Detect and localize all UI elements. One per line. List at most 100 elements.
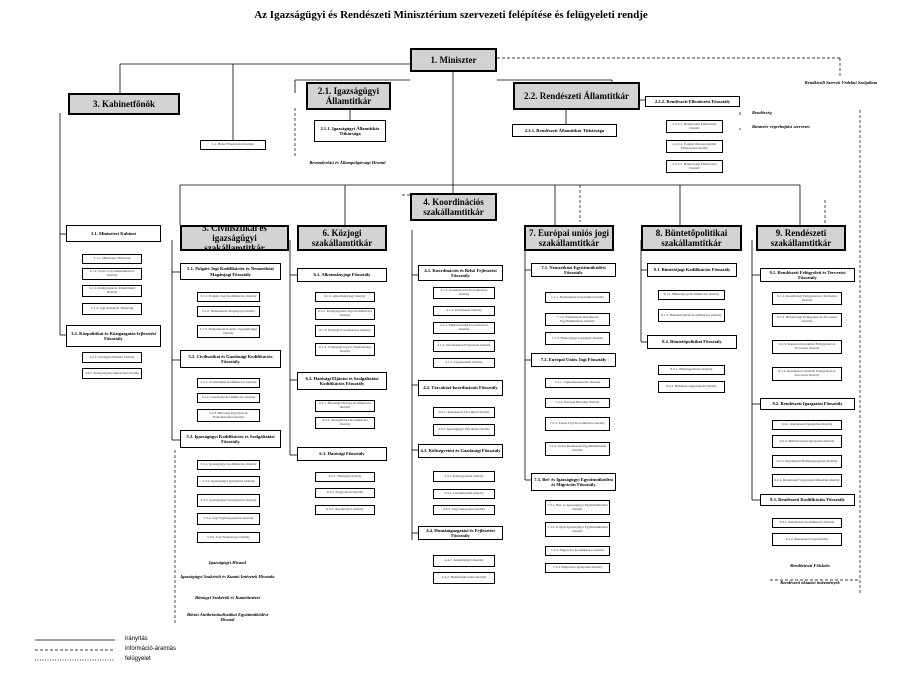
miniszteri-kabinet-box[interactable]: 3.1. Miniszteri Kabinet xyxy=(66,225,161,242)
bun-2-1-box[interactable]: 8.2.1. Bűnmegelőzési Osztály xyxy=(658,365,725,375)
rend-ell-1-box[interactable]: 2.2.2.1. Rendőrségi Ellenőrzési Osztály xyxy=(666,120,723,133)
koz-1-2-box[interactable]: 6.1.2. Közigazgatási Jogi Kodifikációs O… xyxy=(315,308,375,320)
bun-1-box[interactable]: 8.1. Büntetőjogi Kodifikációs Főosztály xyxy=(647,263,737,277)
ren-2-3-box[interactable]: 9.2.3. Rendészeti Humánigazgatási Osztál… xyxy=(772,455,842,468)
eu-2-3-box[interactable]: 7.2.3. Uniós Jogi Koordinációs Osztály xyxy=(545,417,610,431)
civ-3-box[interactable]: 5.3. Igazságügyi Kodifikációs és Szolgál… xyxy=(180,430,281,448)
eu-2-1-box[interactable]: 7.2.1. Jogharmonizációs Osztály xyxy=(545,378,610,388)
koord-1-box[interactable]: 4.1. Koordinációs és Belső Fejlesztési F… xyxy=(418,265,503,281)
koordinacios-box[interactable]: 4. Koordinációs szakállamtitkár xyxy=(410,193,497,221)
igazsagugyi-titkarsag-box[interactable]: 2.1.1. Igazságügyi Államtitkár Titkárság… xyxy=(314,120,386,142)
eu-3-box[interactable]: 7.3. Bel- és Igazságügyi Együttműködési … xyxy=(531,473,616,491)
civ-2-2-box[interactable]: 5.2.2. Gazdasági Kodifikációs Osztály xyxy=(197,393,260,403)
koz-1-1-box[interactable]: 6.1.1. Alkotmányjogi Osztály xyxy=(315,292,375,302)
minister-box[interactable]: 1. Miniszter xyxy=(410,48,497,72)
eu-1-2-box[interactable]: 7.1.2. Nemzetközi Rendészeti Együttműköd… xyxy=(545,313,610,326)
civ-1-2-box[interactable]: 5.1.2. Nemzetközi Magánjogi Osztály xyxy=(197,306,260,317)
eu-3-4-box[interactable]: 7.3.4. Migrációs Igazgatási Osztály xyxy=(545,563,610,573)
ren-3-1-box[interactable]: 9.3.1. Rendészeti Kodifikációs Osztály xyxy=(772,518,842,528)
ren-1-3-box[interactable]: 9.1.3. Katasztrófavédelmi Felügyeleti és… xyxy=(772,340,842,354)
koord-4-1-box[interactable]: 4.4.1. Személyügyi Osztály xyxy=(433,555,495,567)
buntetopolitikai-box[interactable]: 8. Büntetőpolitikai szakállamtitkár xyxy=(641,225,742,251)
eu-2-4-box[interactable]: 7.2.4. Uniós Rendészeti Együttműködési O… xyxy=(545,442,610,456)
ren-1-1-box[interactable]: 9.1.1. Rendőrségi Felügyeleti és Tervezé… xyxy=(772,292,842,305)
ren-2-4-box[interactable]: 9.2.4. Rendészeti Vagyongazdálkodási Osz… xyxy=(772,474,842,487)
koord-3-1-box[interactable]: 4.3.1. Költségvetési Osztály xyxy=(433,471,495,482)
rend-ell-2-box[interactable]: 2.2.2.2. Polgári titkosszolgálati Ellenő… xyxy=(666,140,723,153)
eu-3-1-box[interactable]: 7.3.1. Bel- és Igazságügyi Együttműködés… xyxy=(545,500,610,515)
kab-2-box[interactable]: 3.1.2. Sajtó- és Kommunikációs Osztály xyxy=(82,268,142,280)
civ-3-2-box[interactable]: 5.3.2. Igazságügyi Igazgatási Osztály xyxy=(197,476,260,487)
koz-2-2-box[interactable]: 6.2.2. Szolgáltatási Kodifikációs Osztál… xyxy=(315,417,375,429)
civ-1-3-box[interactable]: 5.1.3. Nemzetközi Polgári Jogsegélyügyi … xyxy=(197,325,260,338)
koord-4-box[interactable]: 4.4. Humánigazgatási és Fejlesztési Főos… xyxy=(418,526,503,540)
koz-3-box[interactable]: 6.3. Hatósági Főosztály xyxy=(297,447,387,461)
eu-1-box[interactable]: 7.1. Nemzetközi Együttműködési Főosztály xyxy=(531,263,616,277)
bun-2-box[interactable]: 8.2. Büntetőpolitikai Főosztály xyxy=(647,335,737,349)
kozjogi-box[interactable]: 6. Közjogi szakállamtitkár xyxy=(297,225,387,251)
koord-2-box[interactable]: 4.2. Tárcaközi-koordinációs Főosztály xyxy=(418,380,503,396)
koord-2-2-box[interactable]: 4.2.2. Igazságügyi Tárcaközi Osztály xyxy=(433,424,495,436)
koz-3-1-box[interactable]: 6.3.1. Hatósági Osztály xyxy=(315,472,375,482)
ren-1-box[interactable]: 9.1. Rendészeti Felügyeleti és Tervezési… xyxy=(760,268,855,282)
eu-3-3-box[interactable]: 7.3.3. Migrációs Kodifikációs Osztály xyxy=(545,546,610,556)
civiljogi-box[interactable]: 5. Civilisztikai és igazságügyi szakálla… xyxy=(180,225,289,251)
eu-1-1-box[interactable]: 7.1.1. Nemzetközi Szerződési Osztály xyxy=(545,292,610,303)
kab-1-box[interactable]: 3.1.1. Miniszteri Titkárság xyxy=(82,254,142,264)
europai-box[interactable]: 7. Európai uniós jogi szakállamtitkár xyxy=(524,225,614,251)
kab-4-box[interactable]: 3.1.4. Jogi Szakértői Titkárság xyxy=(82,303,142,315)
koz-3-3-box[interactable]: 6.3.3. Anyakönyvi Osztály xyxy=(315,505,375,515)
bun-1-1-box[interactable]: 8.1.1. Büntetőjogi Kodifikációs Osztály xyxy=(658,290,725,300)
rend-ell-3-box[interactable]: 2.2.2.3. Határőrségi Ellenőrzési Osztály xyxy=(666,160,723,173)
ren-2-box[interactable]: 9.2. Rendészeti Igazgatási Főosztály xyxy=(760,398,855,410)
belso-ellenorzesi-box[interactable]: 1.1. Belső Ellenőrzési Osztály xyxy=(200,140,266,150)
ren-3-2-box[interactable]: 9.3.2. Rendészeti Jogi Osztály xyxy=(772,533,842,546)
civ-1-1-box[interactable]: 5.1.1. Polgári Jogi Kodifikációs Osztály xyxy=(197,292,260,302)
ren-1-2-box[interactable]: 9.1.2. Határőrségi Felügyeleti és Tervez… xyxy=(772,313,842,327)
ren-2-2-box[interactable]: 9.2.2. Belbiztonsági Igazgatási Osztály xyxy=(772,435,842,448)
koord-1-2-box[interactable]: 4.1.2. Parlamenti Osztály xyxy=(433,306,495,316)
rendeszeti-allamtitkar-box[interactable]: 2.2. Rendészeti Államtitkár xyxy=(513,82,640,110)
koord-4-2-box[interactable]: 4.4.2. Humánfejlesztési Osztály xyxy=(433,572,495,584)
koz-1-4-box[interactable]: 6.1.4. Választási Jogi és Nemzetiségi Os… xyxy=(315,343,375,356)
igazsagugyi-allamtitkar-box[interactable]: 2.1. Igazságügyi Államtitkár xyxy=(306,82,391,110)
kozpol-1-box[interactable]: 3.2.1. Stratégiai Elemző Osztály xyxy=(82,352,142,363)
civ-3-5-box[interactable]: 5.3.5. Jogi Szakvizsga Osztály xyxy=(197,532,260,543)
koord-3-3-box[interactable]: 4.3.3. Vagyonkezelési Osztály xyxy=(433,505,495,515)
koz-1-3-box[interactable]: 6.1.3. Közjogi Koordinációs Osztály xyxy=(315,325,375,337)
civ-2-3-box[interactable]: 5.2.3. Bírósági Ügyviteli és Nyilvántart… xyxy=(197,409,260,422)
civ-3-4-box[interactable]: 5.3.4. Jogi Segítségnyújtási Osztály xyxy=(197,513,260,525)
koord-1-4-box[interactable]: 4.1.4. Informatikai Fejlesztési Osztály xyxy=(433,340,495,352)
civ-3-1-box[interactable]: 5.3.1. Igazságügyi Kodifikációs Osztály xyxy=(197,460,260,470)
rendeszeti-szak-box[interactable]: 9. Rendészeti szakállamtitkár xyxy=(756,225,846,251)
kozpol-2-box[interactable]: 3.2.2. Közigazgatás-fejlesztési Osztály xyxy=(82,368,142,379)
koz-2-1-box[interactable]: 6.2.1. Hatósági Eljárási Kodifikációs Os… xyxy=(315,400,375,412)
koz-3-2-box[interactable]: 6.3.2. Nagyvárosi Osztály xyxy=(315,488,375,498)
koord-1-1-box[interactable]: 4.1.1. Kormányzati Koordinációs Osztály xyxy=(433,287,495,299)
koz-1-box[interactable]: 6.1. Alkotmányjogi Főosztály xyxy=(297,268,387,282)
koord-3-2-box[interactable]: 4.3.2. Gazdálkodási Osztály xyxy=(433,489,495,499)
eu-1-3-box[interactable]: 7.1.3. Büntetőjogi Jogsegély Osztály xyxy=(545,332,610,345)
koord-1-3-box[interactable]: 4.1.3. Minisztériumi Koordinációs Osztál… xyxy=(433,322,495,334)
civ-1-box[interactable]: 5.1. Polgári Jogi Kodifikációs és Nemzet… xyxy=(180,263,281,280)
rendeszeti-ellenorzesi-box[interactable]: 2.2.2. Rendészeti Ellenőrzési Főosztály xyxy=(645,96,740,107)
koord-2-1-box[interactable]: 4.2.1. Rendészeti Tárcaközi Osztály xyxy=(433,407,495,418)
bun-1-2-box[interactable]: 8.1.2. Büntetőeljárási Kodifikációs Oszt… xyxy=(658,309,725,322)
kab-3-box[interactable]: 3.1.3. Közigazgatási Államtitkári Osztál… xyxy=(82,285,142,297)
civ-2-box[interactable]: 5.2. Civilisztikai és Gazdasági Kodifiká… xyxy=(180,350,281,368)
rendeszeti-titkarsag-box[interactable]: 2.2.1. Rendészeti Államtitkár Titkársága xyxy=(512,124,617,137)
ren-1-4-box[interactable]: 9.1.4. Rendészeti Oktatási Felügyeleti é… xyxy=(772,367,842,381)
koord-1-5-box[interactable]: 4.1.5. Ügykezelési Osztály xyxy=(433,358,495,368)
kabinet-box[interactable]: 3. Kabinetfőnök xyxy=(68,93,180,115)
koord-3-box[interactable]: 4.3. Költségvetési és Gazdasági Főosztál… xyxy=(418,444,503,458)
ren-3-box[interactable]: 9.3. Rendészeti Kodifikációs Főosztály xyxy=(760,494,855,506)
kozpolitikai-box[interactable]: 3.2. Közpolitikai és Közigazgatás-fejles… xyxy=(66,325,161,347)
civ-2-1-box[interactable]: 5.2.1. Civilisztikai Kodifikációs Osztál… xyxy=(197,378,260,388)
civ-3-3-box[interactable]: 5.3.3. Igazságügyi Szolgáltatási Osztály xyxy=(197,494,260,507)
koz-2-box[interactable]: 6.2. Hatósági Eljárási és Szolgáltatási … xyxy=(297,372,387,390)
ren-2-1-box[interactable]: 9.2.1. Rendészeti Igazgatási Osztály xyxy=(772,420,842,430)
bun-2-2-box[interactable]: 8.2.2. Büntetés-végrehajtási Osztály xyxy=(658,381,725,393)
eu-3-2-box[interactable]: 7.3.2. Polgári Igazságügyi Együttműködés… xyxy=(545,522,610,537)
eu-2-2-box[interactable]: 7.2.2. Európai Bírósági Osztály xyxy=(545,398,610,408)
eu-2-box[interactable]: 7.2. Európai Uniós Jogi Főosztály xyxy=(531,353,616,367)
